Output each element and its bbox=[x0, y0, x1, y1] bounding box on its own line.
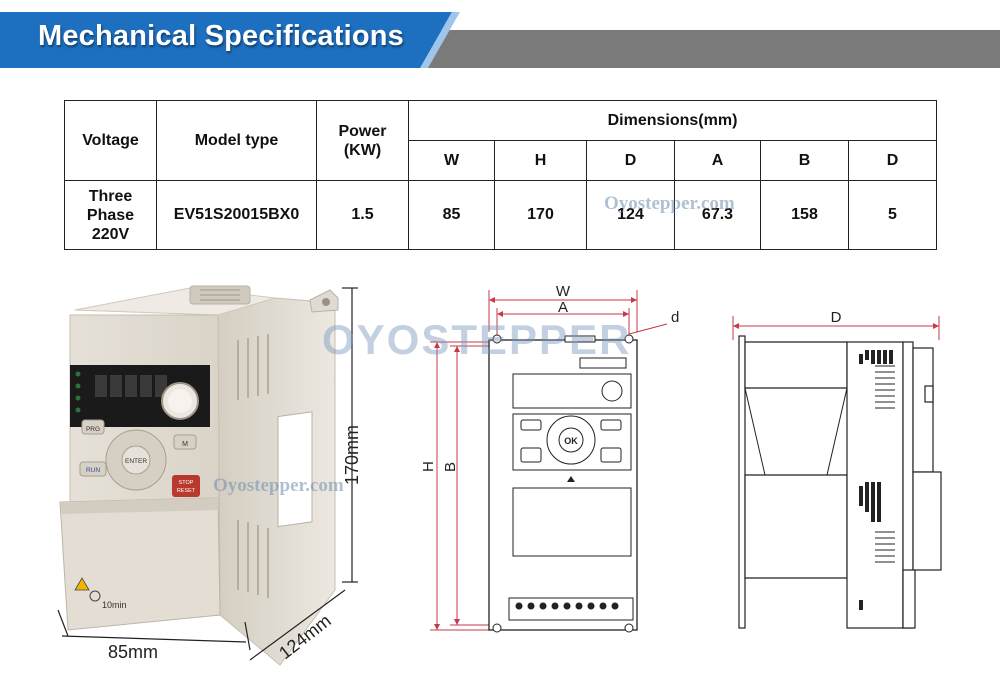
header-dim-d: D bbox=[586, 140, 675, 181]
header-dim-b: B bbox=[760, 140, 849, 181]
cell-dim-d-small: 5 bbox=[847, 180, 938, 250]
table-row: Three Phase 220V EV51S20015BX0 1.5 85 17… bbox=[64, 180, 938, 250]
voltage-line-1: Three bbox=[88, 187, 133, 205]
header-banner: Mechanical Specifications bbox=[0, 0, 1000, 72]
logo-watermark: OYOSTEPPER bbox=[322, 316, 632, 363]
header-power: Power (KW) bbox=[316, 100, 409, 181]
voltage-line-2: Phase bbox=[86, 206, 135, 224]
cell-dim-w: 85 bbox=[408, 180, 495, 250]
dim-b-label: B bbox=[442, 462, 459, 472]
photo-watermark: Oyostepper.com bbox=[213, 475, 344, 496]
key-reset: RESET bbox=[177, 488, 196, 494]
key-stop: STOP bbox=[179, 480, 194, 486]
cell-dim-h: 170 bbox=[494, 180, 587, 250]
voltage-line-3: 220V bbox=[91, 225, 130, 243]
dim-d-small-label: d bbox=[671, 309, 679, 326]
cell-model: EV51S20015BX0 bbox=[156, 180, 317, 250]
front-view-diagram: W A d H B OK bbox=[420, 283, 679, 633]
photo-width-label: 85mm bbox=[108, 642, 158, 662]
side-view-diagram: D bbox=[732, 309, 942, 629]
key-m: M bbox=[182, 441, 188, 448]
cell-dim-d: 124 bbox=[586, 180, 675, 250]
header-dimensions: Dimensions(mm) bbox=[407, 100, 938, 141]
cell-voltage: Three Phase 220V bbox=[64, 180, 157, 250]
side-dim-d-label: D bbox=[831, 309, 842, 326]
header-voltage: Voltage bbox=[64, 100, 157, 181]
cell-power: 1.5 bbox=[316, 180, 409, 250]
header-dim-d-small: D bbox=[847, 140, 938, 181]
header-model: Model type bbox=[156, 100, 317, 181]
banner-background bbox=[0, 12, 1000, 68]
header-dim-a: A bbox=[674, 140, 761, 181]
cell-dim-a: 67.3 bbox=[674, 180, 761, 250]
ok-key-label: OK bbox=[564, 436, 578, 446]
key-enter: ENTER bbox=[125, 458, 147, 465]
header-dim-h: H bbox=[494, 140, 587, 181]
cell-dim-b: 158 bbox=[760, 180, 849, 250]
key-run: RUN bbox=[86, 467, 100, 474]
dim-h-label: H bbox=[420, 461, 437, 472]
dim-a-label: A bbox=[558, 299, 568, 316]
dim-w-label: W bbox=[556, 283, 571, 300]
key-prg: PRG bbox=[86, 426, 100, 433]
spec-table: Voltage Model type Power (KW) Dimensions… bbox=[64, 100, 938, 250]
header-power-line1: Power bbox=[338, 122, 387, 140]
product-photo: PRG M ENTER RUN STOP RESET 10min 85mm 12… bbox=[57, 285, 362, 666]
page-title: Mechanical Specifications bbox=[38, 20, 405, 52]
warning-label: 10min bbox=[102, 600, 127, 610]
table-watermark: Oyostepper.com bbox=[604, 193, 735, 214]
header-dim-w: W bbox=[408, 140, 495, 181]
photo-height-label: 170mm bbox=[342, 425, 362, 485]
header-power-line2: (KW) bbox=[343, 141, 382, 159]
